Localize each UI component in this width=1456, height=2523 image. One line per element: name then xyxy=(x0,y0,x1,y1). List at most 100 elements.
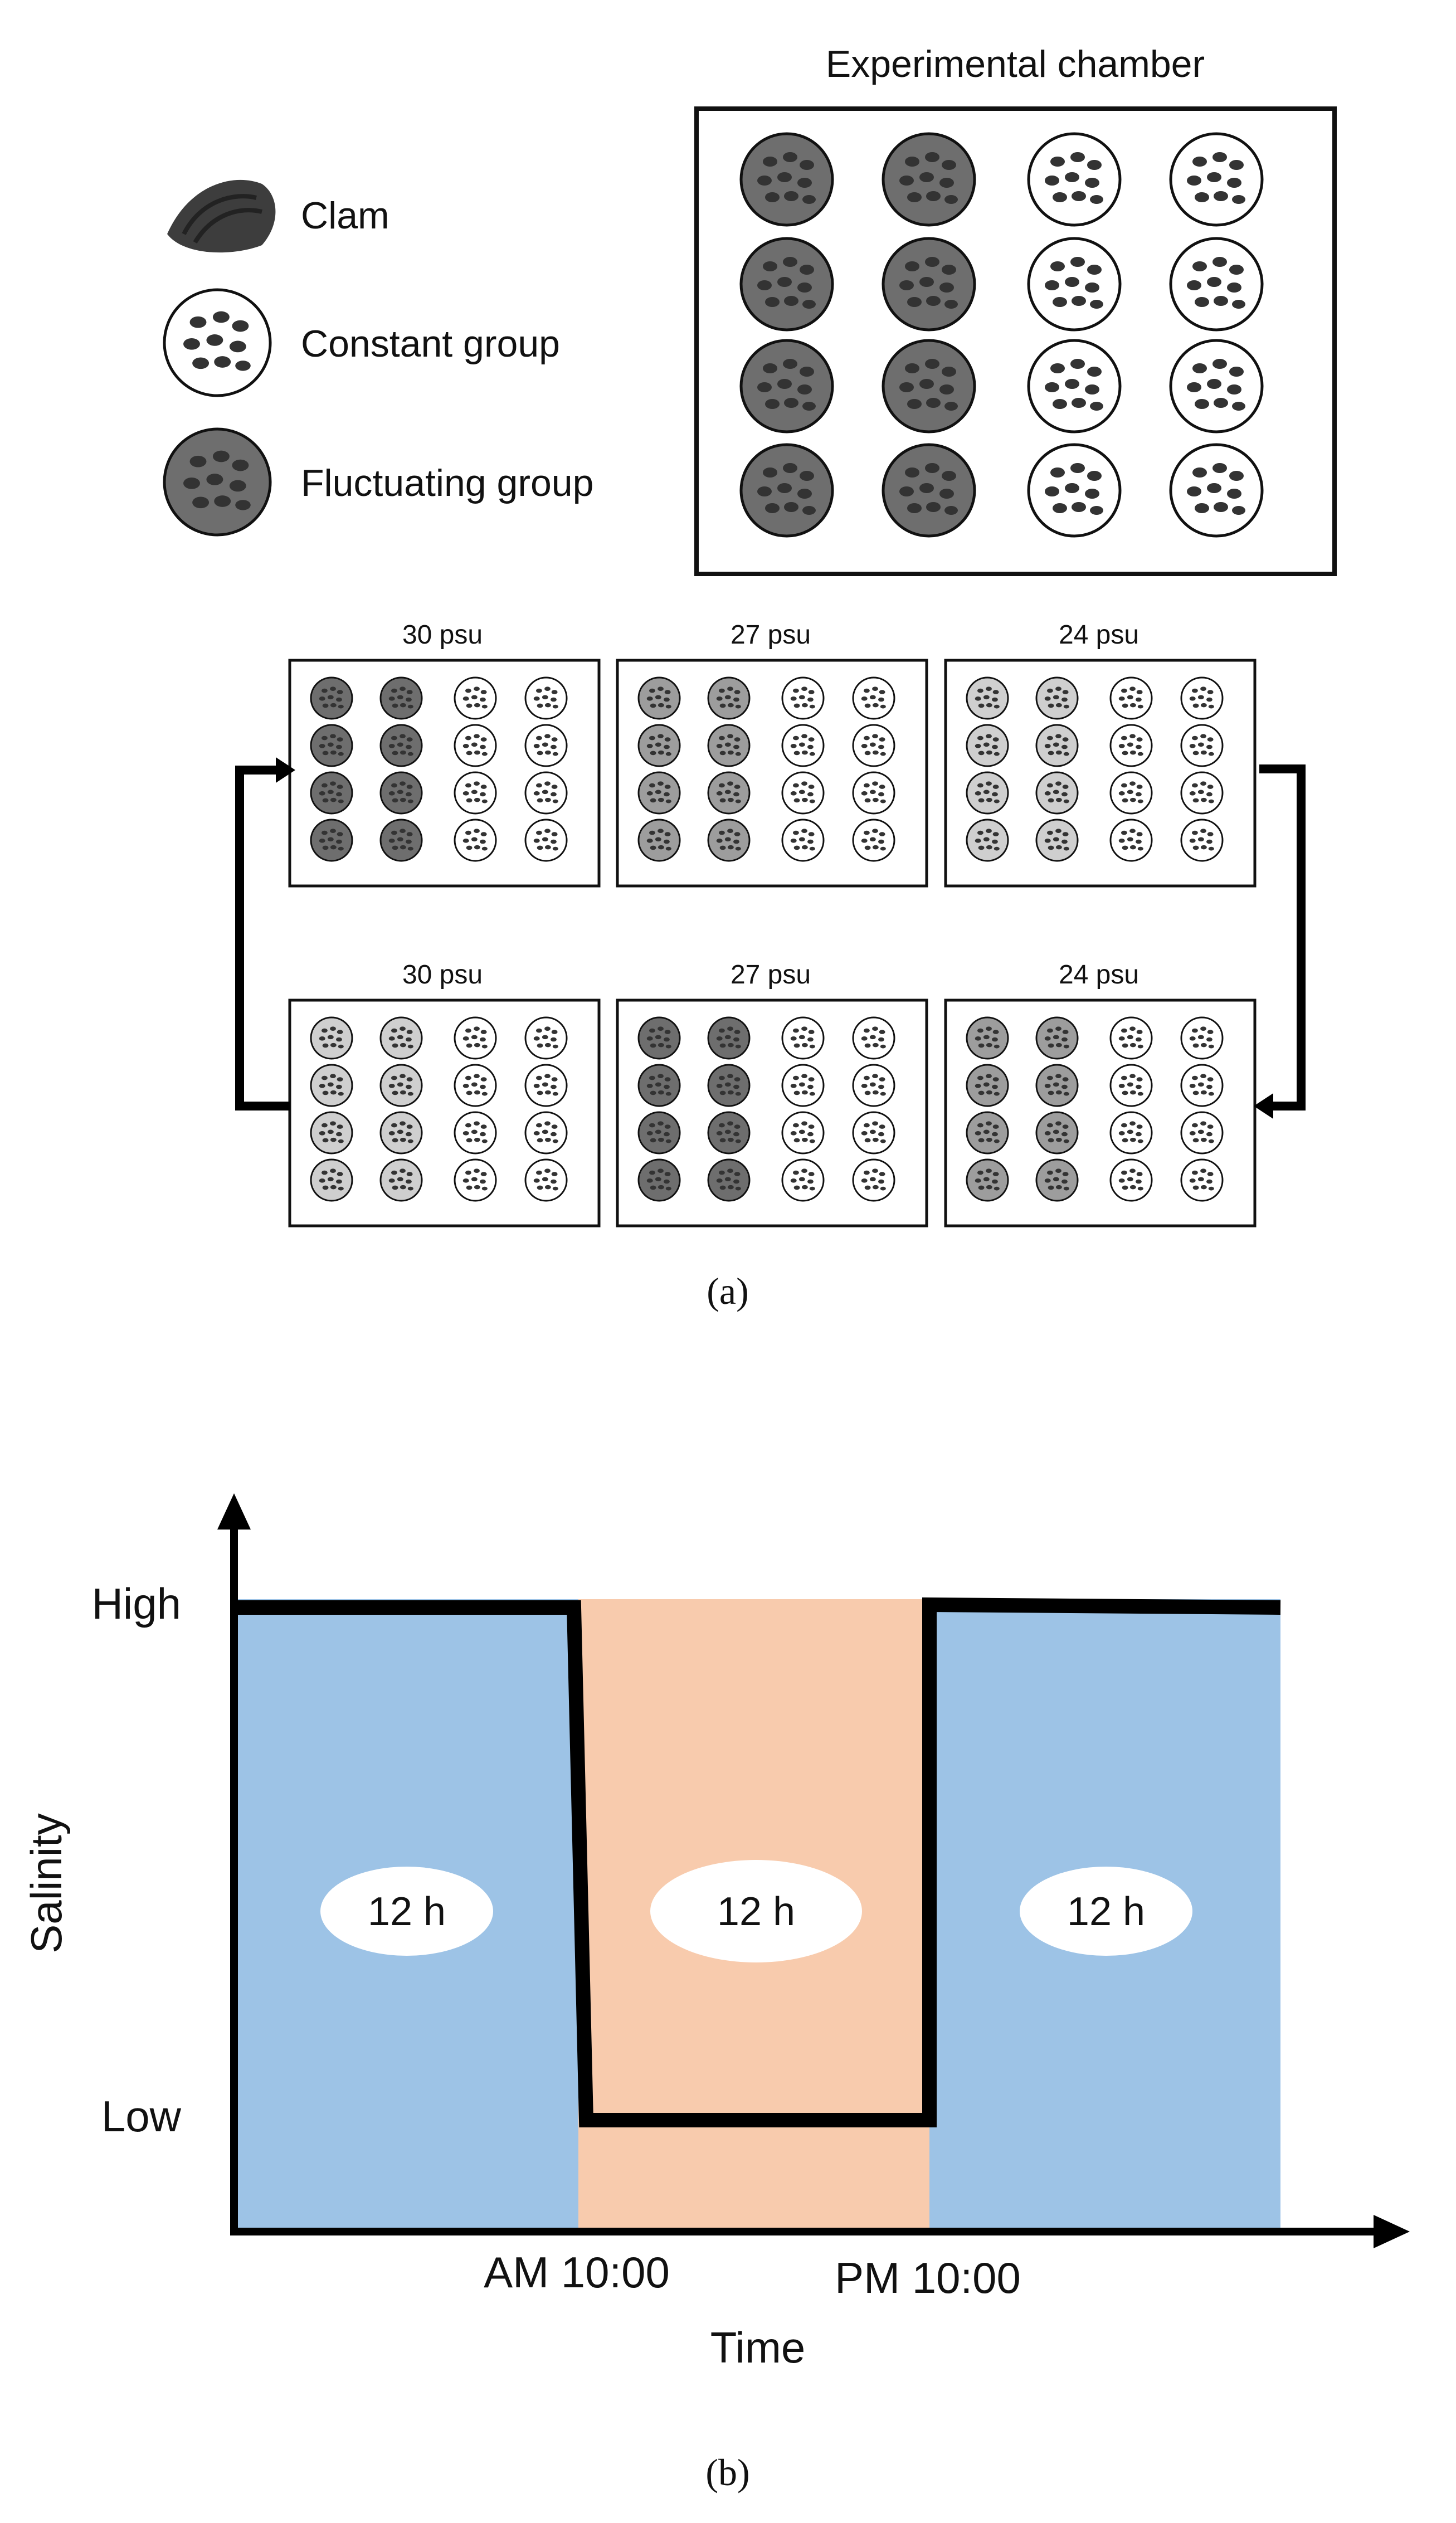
fluctuating-group-icon xyxy=(163,427,272,537)
constant-dish xyxy=(524,819,568,862)
cycle-bottom-label-1: 30 psu xyxy=(402,960,483,990)
constant-dish xyxy=(852,1111,895,1155)
legend-fluctuating-label: Fluctuating group xyxy=(301,462,593,504)
constant-dish xyxy=(1027,132,1122,227)
constant-dish xyxy=(454,819,497,862)
constant-dish xyxy=(1180,819,1224,862)
fluctuating-dish xyxy=(379,1016,423,1060)
fluctuating-dish xyxy=(637,819,681,862)
constant-dish xyxy=(781,1064,825,1107)
fluctuating-dish xyxy=(637,771,681,815)
fluctuating-dish xyxy=(707,819,751,862)
constant-dish xyxy=(1109,1111,1153,1155)
fluctuating-dish xyxy=(966,1064,1009,1107)
fluctuating-dish xyxy=(739,339,834,434)
caption-a: (a) xyxy=(707,1270,748,1312)
chamber-bottom-30psu xyxy=(288,999,601,1228)
constant-dish xyxy=(1109,1158,1153,1202)
constant-dish xyxy=(524,1064,568,1107)
fluctuating-dish xyxy=(379,1158,423,1202)
chamber-bottom-24psu xyxy=(944,999,1257,1228)
fluctuating-dish xyxy=(637,1158,681,1202)
svg-text:12 h: 12 h xyxy=(1067,1889,1145,1934)
y-axis-arrow xyxy=(217,1493,251,1530)
constant-dish xyxy=(524,771,568,815)
constant-dish xyxy=(781,771,825,815)
constant-dish xyxy=(524,1111,568,1155)
constant-dish xyxy=(454,1111,497,1155)
fluctuating-dish xyxy=(966,771,1009,815)
fluctuating-dish xyxy=(637,676,681,720)
fluctuating-dish xyxy=(1035,1158,1079,1202)
fluctuating-dish xyxy=(310,1111,353,1155)
fluctuating-dish xyxy=(882,339,976,434)
cycle-top-label-3: 24 psu xyxy=(1059,620,1139,650)
constant-dish xyxy=(1109,819,1153,862)
constant-dish xyxy=(1180,1016,1224,1060)
fluctuating-dish xyxy=(379,771,423,815)
chamber-bottom-27psu xyxy=(616,999,928,1228)
fluctuating-dish xyxy=(707,771,751,815)
x-tick-pm: PM 10:00 xyxy=(835,2253,1021,2302)
fluctuating-dish xyxy=(882,443,976,538)
x-axis-arrow xyxy=(1374,2215,1410,2248)
constant-dish xyxy=(454,676,497,720)
fluctuating-dish xyxy=(310,771,353,815)
constant-dish xyxy=(454,724,497,767)
fluctuating-dish xyxy=(310,724,353,767)
constant-dish xyxy=(852,819,895,862)
fluctuating-dish xyxy=(1035,1016,1079,1060)
caption-b: (b) xyxy=(705,2451,749,2493)
fluctuating-dish xyxy=(1035,771,1079,815)
constant-dish xyxy=(852,771,895,815)
fluctuating-dish xyxy=(310,819,353,862)
cycle-bottom-label-2: 27 psu xyxy=(731,960,811,990)
fluctuating-dish xyxy=(637,1016,681,1060)
constant-dish xyxy=(781,819,825,862)
constant-dish xyxy=(781,1111,825,1155)
fluctuating-dish xyxy=(637,724,681,767)
period-label-3: 12 h xyxy=(1020,1867,1192,1956)
fluctuating-dish xyxy=(637,1064,681,1107)
constant-dish xyxy=(1027,443,1122,538)
constant-dish xyxy=(852,1158,895,1202)
x-tick-am: AM 10:00 xyxy=(484,2248,670,2297)
cycle-chambers xyxy=(288,659,1257,1228)
fluctuating-dish xyxy=(1035,724,1079,767)
svg-text:12 h: 12 h xyxy=(368,1889,446,1934)
fluctuating-dish xyxy=(637,1111,681,1155)
constant-dish xyxy=(524,1016,568,1060)
cycle-arrow-right xyxy=(1254,764,1306,1119)
x-axis-label: Time xyxy=(710,2323,805,2372)
constant-dish xyxy=(454,1016,497,1060)
fluctuating-dish xyxy=(739,237,834,332)
legend-constant-label: Constant group xyxy=(301,323,560,365)
fluctuating-dish xyxy=(1035,1064,1079,1107)
salinity-cycle: 30 psu 27 psu 24 psu 30 psu 27 psu 24 ps… xyxy=(235,620,1306,1228)
chamber-top-24psu xyxy=(944,659,1257,888)
y-axis-label: Salinity xyxy=(22,1813,71,1953)
period-label-1: 12 h xyxy=(320,1867,493,1956)
fluctuating-dish xyxy=(739,132,834,227)
fluctuating-dish xyxy=(379,1111,423,1155)
chamber-dish-grid xyxy=(739,132,1264,538)
cycle-top-label-1: 30 psu xyxy=(402,620,483,650)
chamber-title: Experimental chamber xyxy=(826,43,1205,85)
y-tick-high: High xyxy=(92,1579,181,1628)
salinity-plot: 12 h 12 h 12 h High Low Salinity AM 10:0… xyxy=(22,1493,1410,2372)
fluctuating-dish xyxy=(707,724,751,767)
constant-dish xyxy=(454,771,497,815)
constant-dish xyxy=(781,1158,825,1202)
constant-dish xyxy=(781,1016,825,1060)
salinity-trace xyxy=(230,1597,1281,2127)
constant-dish xyxy=(781,676,825,720)
clam-icon xyxy=(167,179,276,253)
experimental-chamber: Experimental chamber xyxy=(694,43,1337,576)
constant-dish xyxy=(1180,1111,1224,1155)
constant-dish xyxy=(1180,724,1224,767)
cycle-arrow-left xyxy=(235,757,295,1110)
fluctuating-dish xyxy=(310,1064,353,1107)
svg-text:12 h: 12 h xyxy=(717,1889,795,1934)
constant-dish xyxy=(852,1016,895,1060)
fluctuating-dish xyxy=(882,132,976,227)
